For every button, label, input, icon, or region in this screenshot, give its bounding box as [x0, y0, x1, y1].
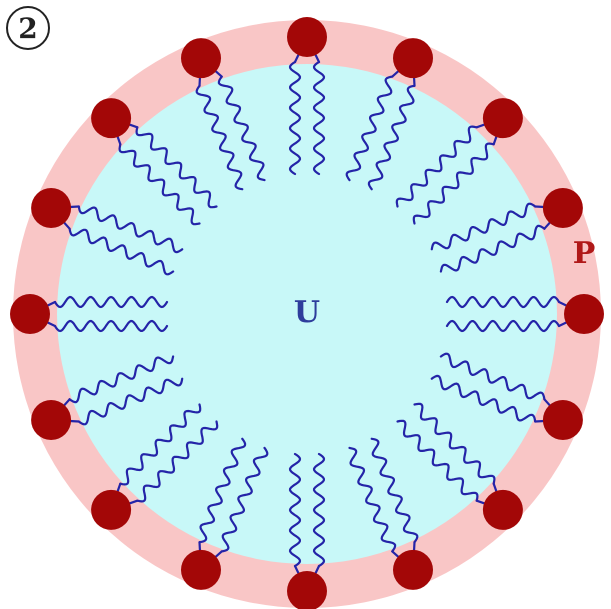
hydrocarbon-tail	[413, 402, 496, 485]
hydrocarbon-tail	[412, 142, 495, 225]
hydrocarbon-tail	[195, 84, 244, 191]
hydrocarbon-tail	[430, 202, 537, 251]
hydrocarbon-tail	[395, 125, 478, 208]
hydrocarbon-tail	[77, 377, 184, 426]
hydrophobic-core	[57, 64, 557, 564]
hydrocarbon-tail	[118, 143, 201, 226]
hydrocarbon-tail	[439, 224, 546, 273]
hydrocarbon-tail	[396, 419, 479, 502]
polar-head	[31, 188, 72, 228]
polar-head	[542, 400, 583, 440]
hydrocarbon-tail	[430, 374, 537, 423]
hydrocarbon-tail	[288, 60, 302, 176]
hydrocarbon-tail	[312, 60, 326, 176]
hydrocarbon-tail	[53, 319, 169, 333]
hydrocarbon-tail	[77, 205, 184, 254]
polar-head	[91, 98, 132, 139]
polar-head	[542, 188, 583, 228]
hydrocarbon-tail	[220, 446, 269, 553]
polar-head	[10, 294, 50, 334]
polar-head	[482, 489, 523, 530]
polar-head	[287, 571, 327, 609]
figure-number-circle	[6, 6, 50, 50]
polar-head	[31, 400, 72, 440]
hydrocarbon-tail	[135, 126, 218, 209]
hydrocarbon-tail	[348, 446, 397, 553]
hydrocarbon-tail	[345, 75, 394, 182]
hydrocarbon-tail	[370, 437, 419, 544]
hydrocarbon-tail	[439, 352, 546, 401]
hydrocarbon-tail	[136, 420, 219, 503]
hydrocarbon-tail	[445, 295, 561, 309]
polar-head	[91, 489, 132, 530]
shell-label: P	[573, 236, 596, 271]
core-label: U	[294, 295, 320, 330]
head-groups	[10, 17, 604, 609]
tail-chains	[28, 35, 586, 593]
polar-head	[287, 17, 327, 57]
polar-head	[393, 549, 433, 590]
polar-head	[393, 38, 433, 79]
polar-head	[482, 98, 523, 139]
hydrocarbon-tail	[53, 295, 169, 309]
polar-head	[564, 294, 604, 334]
figure-number: 2	[18, 12, 37, 45]
hydrocarbon-tail	[312, 452, 326, 568]
hydrocarbon-tail	[217, 75, 266, 182]
hydrocarbon-tail	[68, 355, 175, 404]
hydrocarbon-tail	[445, 319, 561, 333]
polar-head	[181, 38, 221, 79]
hydrocarbon-tail	[367, 84, 416, 191]
hydrocarbon-tail	[198, 437, 247, 544]
hydrocarbon-tail	[288, 452, 302, 568]
hydrocarbon-tail	[119, 403, 202, 486]
hydrocarbon-tail	[68, 227, 175, 276]
polar-head	[181, 549, 221, 590]
